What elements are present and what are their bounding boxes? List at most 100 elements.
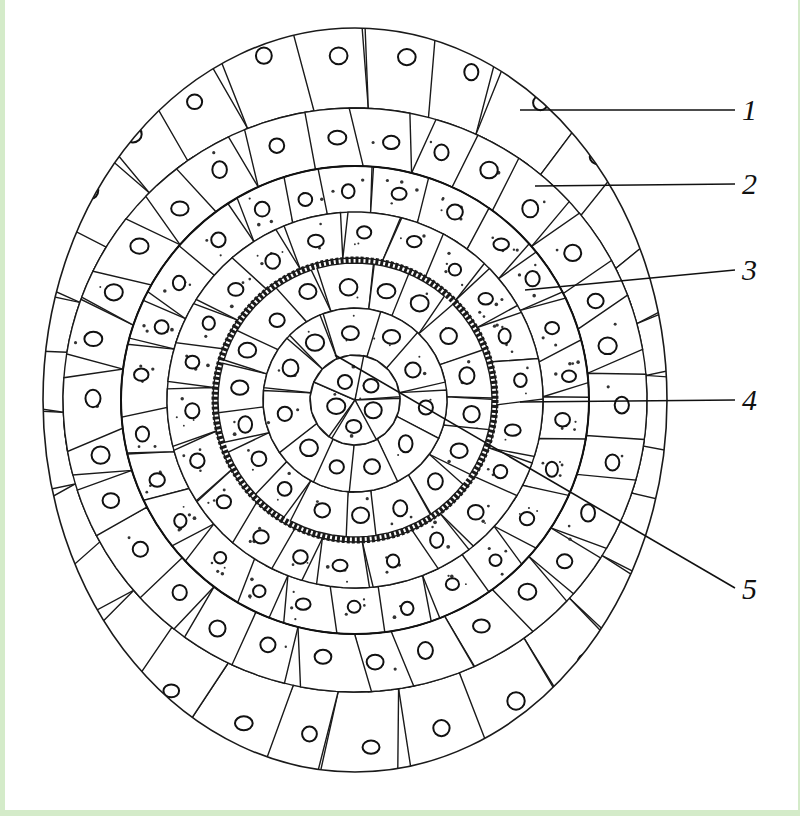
cytoplasm-dot	[561, 464, 564, 467]
cytoplasm-dot	[292, 563, 295, 566]
nucleus	[255, 202, 270, 217]
cytoplasm-dot	[568, 525, 571, 528]
nucleus	[581, 504, 595, 521]
cytoplasm-dot	[188, 513, 191, 516]
nucleus	[505, 424, 521, 435]
cytoplasm-dot	[430, 141, 432, 143]
nucleus	[330, 460, 344, 473]
nucleus	[256, 47, 272, 63]
nucleus	[564, 245, 581, 261]
nucleus	[606, 454, 620, 470]
nucleus	[296, 598, 311, 609]
nucleus	[514, 373, 527, 386]
nucleus	[253, 585, 265, 597]
cytoplasm-dot	[350, 434, 354, 438]
cytoplasm-dot	[294, 618, 296, 620]
cytoplasm-dot	[250, 578, 254, 582]
cell	[284, 213, 343, 269]
cytoplasm-dot	[446, 263, 448, 265]
cytoplasm-dot	[233, 432, 237, 436]
cytoplasm-dot	[211, 562, 213, 564]
cytoplasm-dot	[400, 237, 402, 239]
cell	[237, 176, 293, 241]
cytoplasm-dot	[128, 536, 131, 539]
cytoplasm-dot	[287, 472, 290, 475]
nucleus	[124, 126, 142, 143]
cytoplasm-dot	[410, 516, 413, 519]
nucleus	[330, 47, 348, 64]
cytoplasm-dot	[511, 350, 514, 353]
nucleus	[468, 505, 484, 520]
cytoplasm-dot	[257, 255, 259, 257]
nucleus	[387, 554, 399, 567]
nucleus	[433, 720, 449, 736]
nucleus	[520, 512, 534, 525]
cytoplasm-dot	[320, 198, 323, 201]
nucleus	[136, 427, 149, 442]
callout-number: 5	[742, 574, 757, 604]
cytoplasm-dot	[534, 264, 536, 266]
cytoplasm-dot	[361, 178, 364, 181]
nucleus	[269, 138, 284, 152]
nucleus	[562, 371, 576, 382]
callout-number: 2	[742, 169, 757, 199]
nucleus	[348, 601, 361, 613]
cytoplasm-dot	[353, 315, 355, 317]
cytoplasm-dot	[525, 392, 527, 394]
cytoplasm-dot	[556, 249, 559, 252]
nucleus	[239, 343, 257, 358]
nucleus	[499, 329, 511, 344]
cytoplasm-dot	[74, 341, 77, 344]
cytoplasm-dot	[607, 385, 610, 388]
nucleus	[493, 238, 508, 250]
nucleus	[365, 402, 382, 418]
cytoplasm-dot	[373, 338, 375, 340]
cytoplasm-dot	[447, 460, 451, 464]
cell	[399, 673, 499, 796]
cytoplasm-dot	[333, 393, 336, 396]
cytoplasm-dot	[501, 573, 504, 576]
cytoplasm-dot	[267, 421, 270, 424]
cytoplasm-dot	[308, 331, 310, 333]
nucleus	[187, 94, 202, 109]
nucleus	[533, 96, 548, 111]
cytoplasm-dot	[248, 278, 251, 281]
layer-boundary	[121, 166, 589, 634]
nucleus	[407, 236, 422, 247]
cytoplasm-dot	[487, 468, 490, 471]
dark-ring	[215, 260, 495, 540]
cell	[349, 108, 411, 173]
nucleus	[278, 407, 292, 421]
cytoplasm-dot	[559, 461, 561, 463]
nucleus	[82, 182, 98, 199]
nucleus	[682, 474, 698, 490]
cytoplasm-dot	[163, 289, 167, 293]
cytoplasm-dot	[216, 570, 219, 573]
cytoplasm-dot	[193, 516, 197, 520]
cytoplasm-dot	[576, 360, 580, 364]
cytoplasm-dot	[277, 499, 279, 501]
cytoplasm-dot	[467, 360, 470, 363]
cytoplasm-dot	[316, 500, 319, 503]
cytoplasm-dot	[491, 236, 494, 239]
nucleus	[84, 332, 102, 346]
nucleus	[174, 514, 186, 528]
cytoplasm-dot	[151, 367, 154, 370]
cytoplasm-dot	[559, 474, 562, 477]
nucleus	[314, 503, 330, 517]
nucleus	[459, 367, 474, 384]
cytoplasm-dot	[483, 315, 486, 318]
cytoplasm-dot	[621, 455, 624, 458]
cytoplasm-dot	[431, 526, 433, 528]
organ-outline	[43, 28, 667, 772]
cytoplasm-dot	[513, 248, 515, 250]
cytoplasm-dot	[418, 356, 420, 358]
nucleus	[185, 403, 199, 418]
cytoplasm-dot	[206, 364, 210, 368]
cytoplasm-dot	[568, 537, 571, 540]
nucleus	[447, 205, 463, 220]
cytoplasm-dot	[356, 296, 358, 298]
cytoplasm-dot	[180, 397, 183, 400]
nucleus	[628, 609, 645, 622]
